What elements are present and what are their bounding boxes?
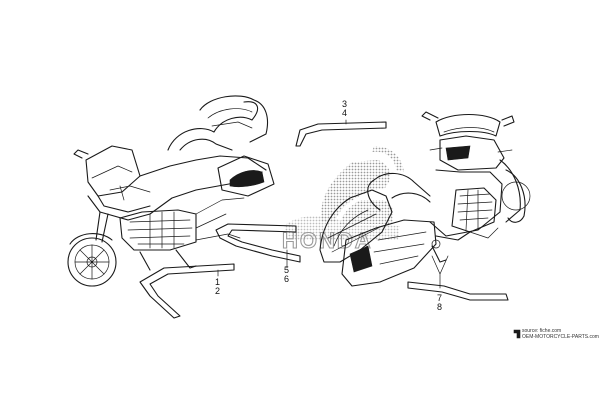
callout-1: 1	[215, 277, 221, 287]
callout-7-8: 7 8	[437, 294, 442, 312]
callout-1-2: 1 2	[215, 278, 220, 296]
source-line-1: source: fiche.com	[522, 328, 562, 334]
motorcycle-left-view	[67, 95, 275, 287]
stripe-decal-5-6	[215, 223, 301, 263]
honda-wing-watermark	[284, 146, 404, 240]
source-line-2: OEM-MOTORCYCLE-PARTS.com	[522, 334, 599, 340]
callout-3-4: 3 4	[342, 100, 347, 118]
callout-5: 5	[284, 265, 290, 275]
callout-2: 2	[215, 286, 221, 296]
stripe-decal-7-8	[407, 281, 509, 301]
callout-8: 8	[437, 302, 443, 312]
source-logo-icon	[513, 329, 521, 339]
callout-7: 7	[437, 293, 443, 303]
callout-4: 4	[342, 108, 348, 118]
source-credit: source: fiche.com OEM-MOTORCYCLE-PARTS.c…	[522, 328, 599, 340]
motorcycle-right-view	[319, 111, 531, 287]
callout-3: 3	[342, 99, 348, 109]
callout-6: 6	[284, 274, 290, 284]
stripe-decal-1-2	[139, 263, 235, 319]
stripe-decal-3-4	[295, 121, 387, 147]
callout-5-6: 5 6	[284, 266, 289, 284]
leader-lines	[217, 119, 449, 289]
